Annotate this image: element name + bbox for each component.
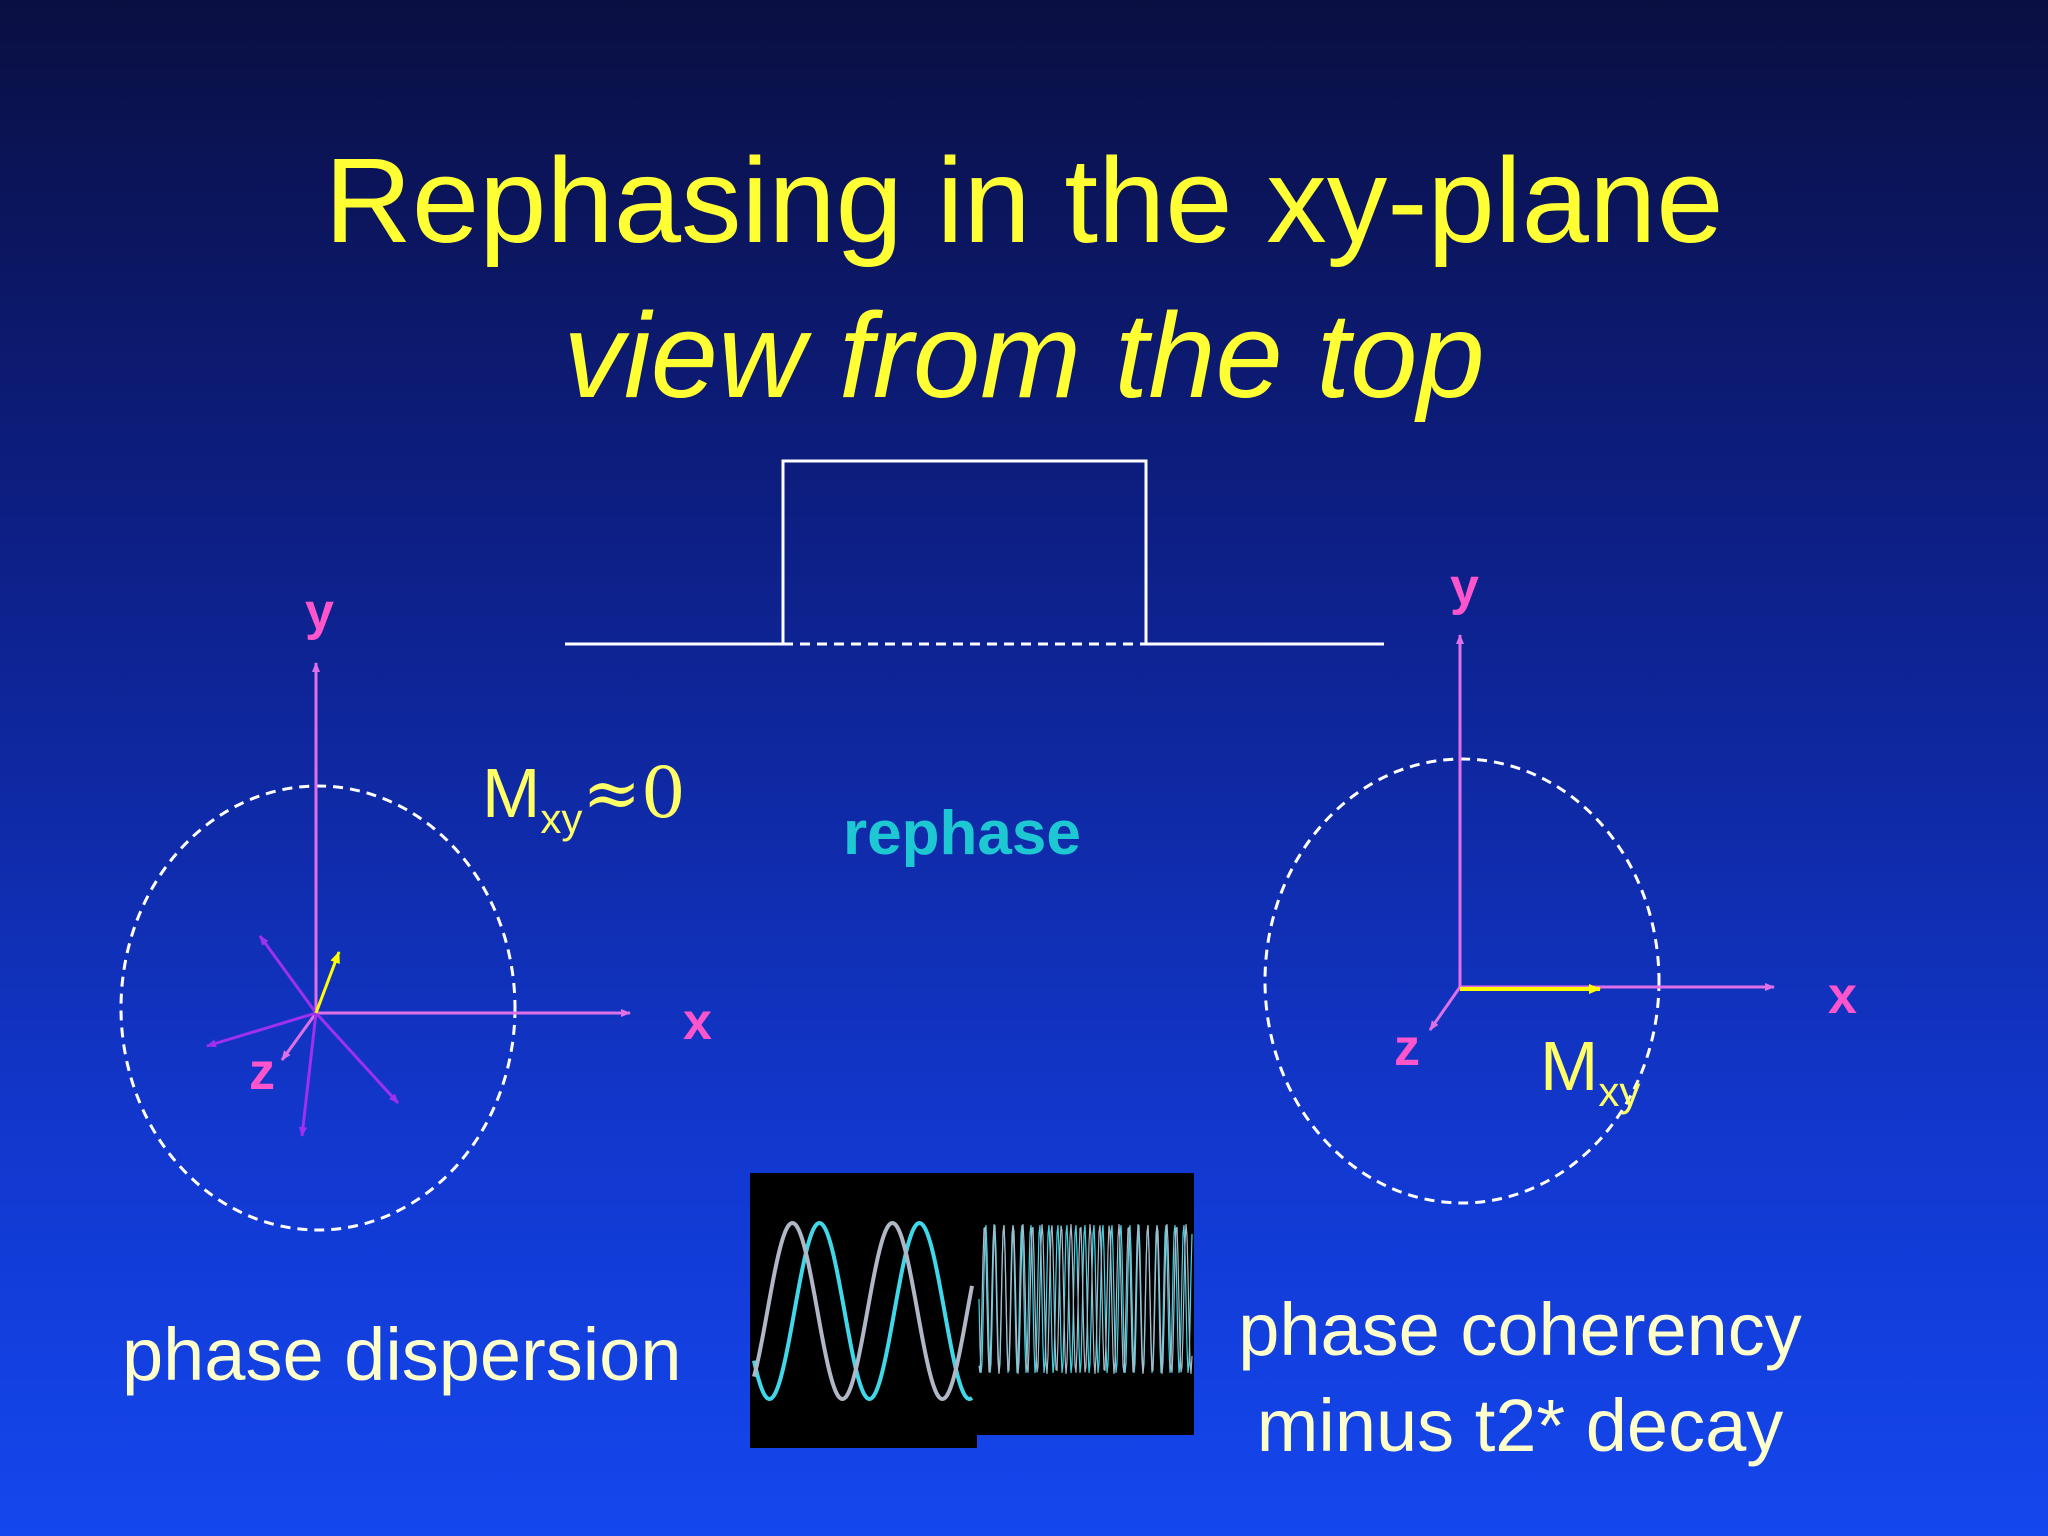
left-x-label: x xyxy=(683,993,712,1051)
coherent-signal-box xyxy=(977,1173,1194,1435)
coherent-wave-b xyxy=(978,1224,1193,1374)
coherent-signal-plot xyxy=(978,1224,1193,1374)
phase-dispersion-caption: phase dispersion xyxy=(122,1313,682,1396)
left-z-axis xyxy=(280,1012,318,1061)
phase-coherency-caption: phase coherency minus t2* decay xyxy=(1210,1282,1830,1474)
dephased-signal-box xyxy=(750,1173,977,1448)
slide-subtitle: view from the top xyxy=(563,287,1485,423)
right-spin-diagram xyxy=(1263,634,1775,1205)
dephased-wave-a xyxy=(752,1220,974,1402)
left-dashed-circle xyxy=(119,784,517,1232)
right-y-label: y xyxy=(1450,558,1479,616)
right-z-axis xyxy=(1428,986,1462,1031)
phase-coherency-line2: minus t2* decay xyxy=(1256,1384,1784,1467)
spin-vector xyxy=(206,1011,317,1048)
left-mxy-label: Mxy≈0 xyxy=(482,752,686,842)
left-z-label: z xyxy=(249,1043,275,1101)
right-mxy-label: Mxy xyxy=(1540,1027,1641,1115)
dephased-wave-b xyxy=(752,1220,974,1402)
slide-title: Rephasing in the xy-plane xyxy=(324,132,1724,268)
rephase-label: rephase xyxy=(843,799,1081,868)
right-x-label: x xyxy=(1828,967,1857,1025)
rephase-pulse xyxy=(565,459,1384,646)
spin-vector xyxy=(314,951,341,1014)
left-y-label: y xyxy=(305,583,334,641)
spin-vector xyxy=(299,1012,318,1137)
spin-vector xyxy=(258,935,318,1014)
phase-coherency-line1: phase coherency xyxy=(1238,1288,1802,1371)
spin-vector xyxy=(314,1011,400,1105)
right-dashed-circle xyxy=(1263,757,1661,1205)
left-spin-diagram xyxy=(119,662,631,1232)
dephased-signal-plot xyxy=(752,1220,974,1402)
right-z-label: z xyxy=(1394,1019,1420,1077)
